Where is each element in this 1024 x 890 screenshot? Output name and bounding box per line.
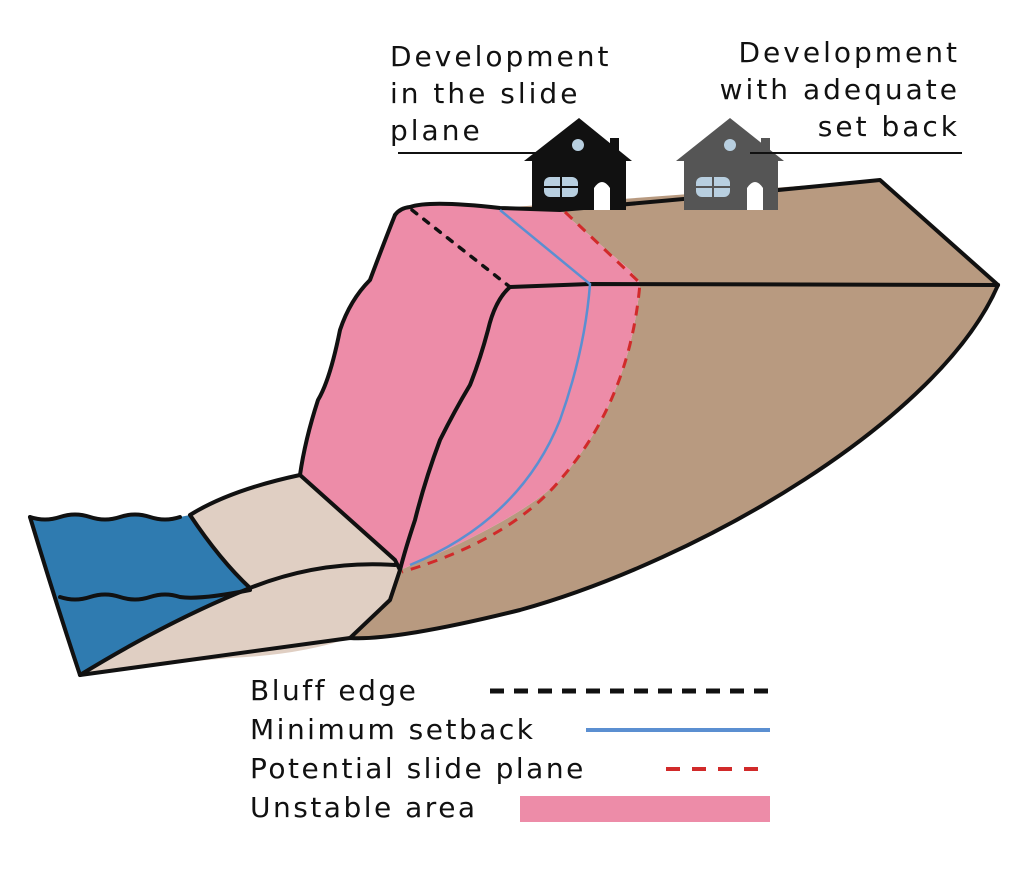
stable-ground-face	[350, 283, 998, 639]
label-line: Development	[738, 36, 960, 69]
legend-swatch-bluff-edge	[490, 688, 768, 694]
legend-item-bluff-edge: Bluff edge	[250, 672, 770, 710]
legend-swatch-potential-slide-plane	[666, 767, 770, 771]
legend-label: Minimum setback	[250, 713, 536, 746]
house-setback-icon	[676, 118, 784, 210]
label-development-adequate-setback: Development with adequate set back	[720, 34, 960, 145]
legend-swatch-unstable-area	[520, 796, 770, 822]
label-line: Development	[390, 40, 612, 73]
legend-swatch-minimum-setback	[586, 728, 770, 732]
label-line: set back	[817, 110, 960, 143]
legend-label: Unstable area	[250, 791, 478, 824]
legend-label: Bluff edge	[250, 674, 419, 707]
house-in-slide-plane-icon	[524, 118, 632, 210]
water	[30, 514, 250, 675]
bluff-edge-line	[410, 208, 512, 289]
beach	[80, 475, 400, 675]
label-line: in the slide	[390, 77, 581, 110]
label-line: plane	[390, 114, 483, 147]
label-development-in-slide-plane: Development in the slide plane	[390, 38, 612, 149]
legend-item-potential-slide-plane: Potential slide plane	[250, 750, 770, 788]
legend-label: Potential slide plane	[250, 752, 586, 785]
potential-slide-plane-line	[401, 210, 642, 574]
label-line: with adequate	[719, 73, 960, 106]
legend-item-unstable-area: Unstable area	[250, 789, 770, 827]
minimum-setback-line	[409, 209, 592, 567]
legend-item-minimum-setback: Minimum setback	[250, 711, 770, 749]
